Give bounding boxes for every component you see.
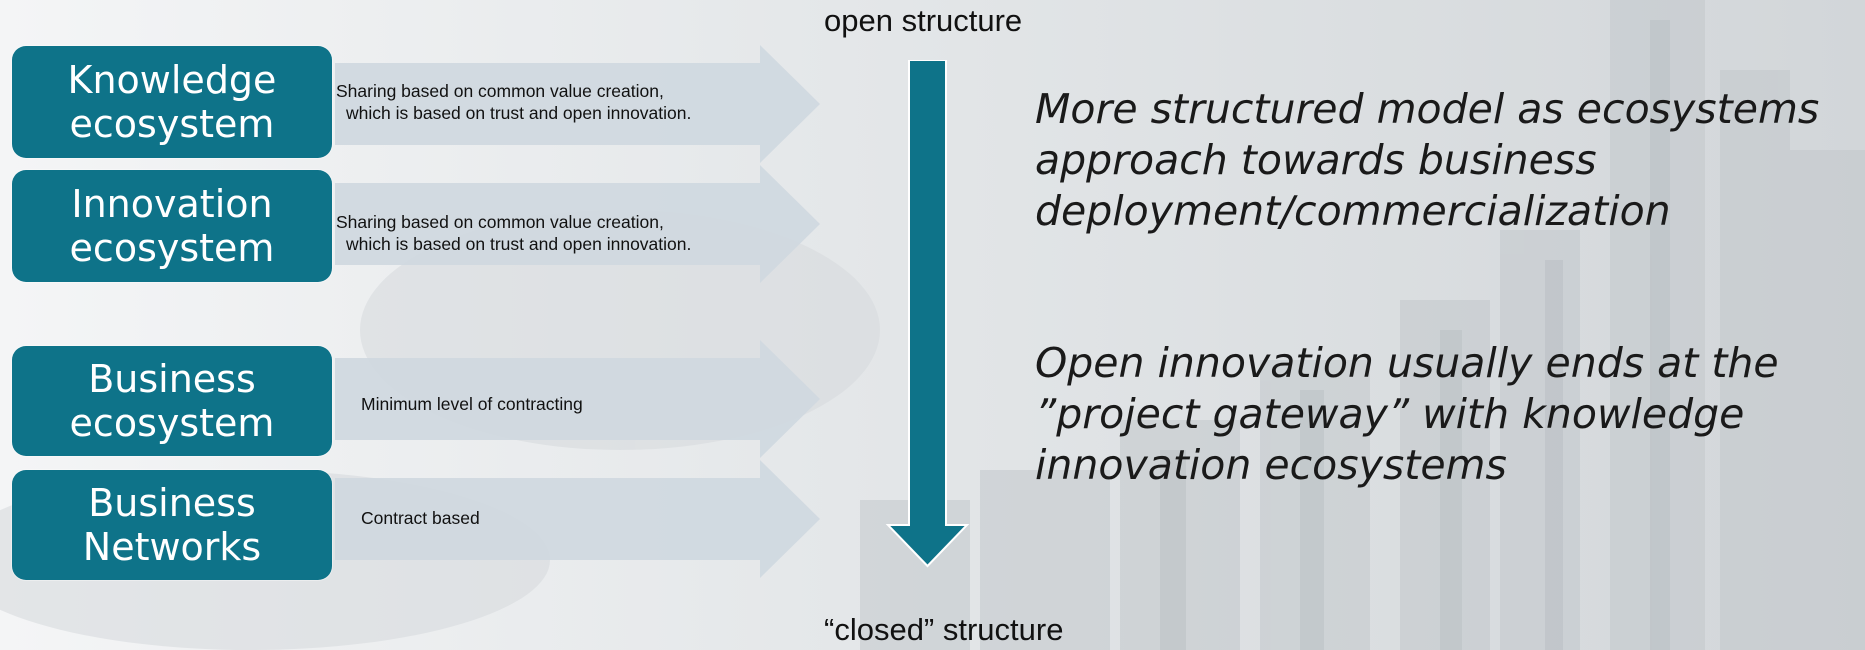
ecosystem-name-line: ecosystem <box>69 226 275 270</box>
statement-line: Open innovation usually ends at the <box>1035 339 1779 387</box>
description-line: Sharing based on common value creation, <box>336 81 664 101</box>
description-line: which is based on trust and open innovat… <box>346 103 692 123</box>
ecosystem-label-box: Business Networks <box>12 470 332 580</box>
ecosystem-description: Sharing based on common value creation, … <box>336 80 691 124</box>
statement-structured-model: More structured model as ecosystems appr… <box>1035 84 1819 237</box>
statement-line: approach towards business <box>1035 136 1597 184</box>
ecosystem-name-line: Business <box>88 481 256 525</box>
arrow-shape <box>335 45 820 163</box>
arrow-shape <box>335 460 820 578</box>
arrow-shape <box>335 165 820 283</box>
description-line: which is based on trust and open innovat… <box>346 234 692 254</box>
ecosystem-label-box: Innovation ecosystem <box>12 170 332 282</box>
description-line: Contract based <box>361 508 480 528</box>
ecosystem-description: Contract based <box>361 507 480 529</box>
description-line: Sharing based on common value creation, <box>336 212 664 232</box>
statement-open-innovation: Open innovation usually ends at the ”pro… <box>1035 338 1779 491</box>
statement-line: ”project gateway” with knowledge <box>1035 390 1745 438</box>
ecosystem-name-line: Knowledge <box>67 58 277 102</box>
arrow-shape <box>335 340 820 458</box>
open-to-closed-arrow <box>885 60 970 568</box>
statement-line: deployment/commercialization <box>1035 187 1671 235</box>
ecosystem-description: Sharing based on common value creation, … <box>336 211 691 255</box>
ecosystem-name-line: ecosystem <box>69 102 275 146</box>
description-line: Minimum level of contracting <box>361 394 583 414</box>
ecosystem-name-line: Networks <box>82 525 262 569</box>
axis-bottom-label: “closed” structure <box>824 612 1064 647</box>
statement-line: innovation ecosystems <box>1035 441 1507 489</box>
ecosystem-name-line: Innovation <box>71 182 273 226</box>
ecosystem-description: Minimum level of contracting <box>361 393 583 415</box>
statement-line: More structured model as ecosystems <box>1035 85 1820 133</box>
axis-top-label: open structure <box>824 3 1023 38</box>
ecosystem-name-line: Business <box>88 357 256 401</box>
ecosystem-label-box: Knowledge ecosystem <box>12 46 332 158</box>
ecosystem-label-box: Business ecosystem <box>12 346 332 456</box>
ecosystem-name-line: ecosystem <box>69 401 275 445</box>
